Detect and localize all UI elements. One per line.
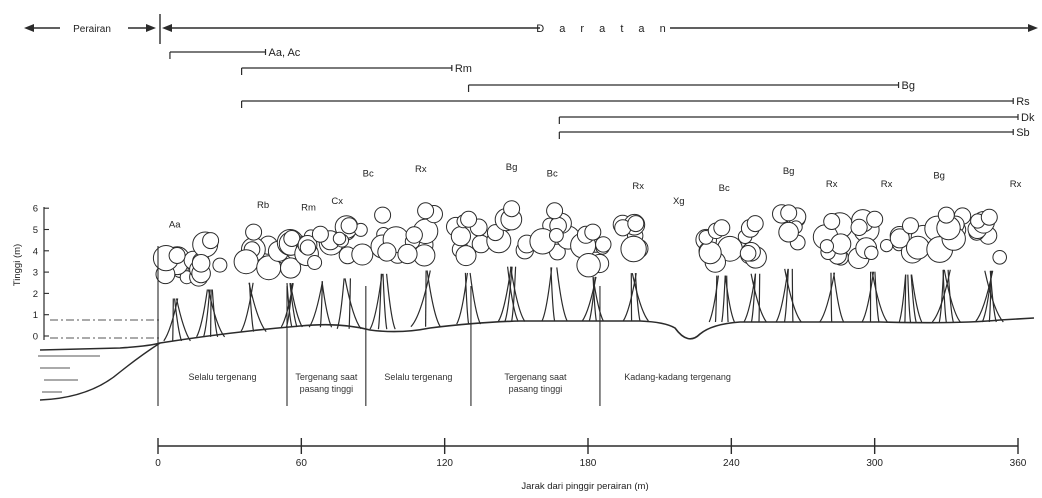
mangrove-tree: [571, 224, 611, 321]
mangrove-tree: [234, 224, 281, 332]
species-range-label: Bg: [902, 80, 915, 92]
species-range: Dk: [559, 112, 1035, 124]
tree-species-label: Bg: [783, 166, 795, 177]
x-axis: 0 60 120 180 240 300 360 Jarak dari pinggir pe…: [155, 438, 1027, 492]
x-axis-label: Jarak dari pinggir perairan (m): [521, 481, 648, 492]
ground-profile: [40, 318, 1034, 350]
tree-species-label: Rm: [301, 202, 316, 213]
mangrove-tree: [925, 207, 971, 322]
tree-species-label: Cx: [331, 196, 343, 207]
species-range: Bg: [469, 80, 915, 92]
mangrove-tree: [190, 232, 227, 337]
zone-label: pasang tinggi: [509, 384, 563, 394]
species-range: Rm: [242, 63, 472, 75]
y-tick-label: 2: [33, 289, 38, 300]
y-tick-label: 1: [33, 310, 38, 321]
tree-species-label: Rx: [632, 181, 644, 192]
region-land-label: D a r a t a n: [536, 23, 671, 35]
mangrove-tree: [530, 203, 580, 321]
x-tick-label: 360: [1010, 458, 1027, 469]
y-axis-ticks: 0 1 2 3 4 5 6: [33, 204, 49, 343]
y-axis: Tinggi (m) 0 1 2 3 4 5 6: [12, 204, 49, 343]
species-range-label: Aa, Ac: [269, 47, 301, 59]
mangrove-tree: [370, 207, 409, 329]
tree-species-label: Aa: [169, 219, 181, 230]
mangrove-tree: [773, 205, 806, 322]
x-tick-label: 240: [723, 458, 740, 469]
y-tick-label: 0: [33, 332, 38, 343]
tree-species-label: Rx: [415, 164, 427, 175]
y-tick-label: 6: [33, 204, 38, 215]
tree-species-label: Bg: [933, 170, 945, 181]
region-header: Perairan D a r a t a n: [24, 14, 1038, 44]
species-range-label: Sb: [1016, 127, 1029, 139]
tree-species-label: Bc: [547, 168, 558, 179]
mangrove-trees: [153, 201, 1006, 341]
mangrove-tree: [696, 220, 742, 322]
region-sea-label: Perairan: [73, 24, 111, 35]
tree-species-label: Xg: [673, 196, 685, 207]
species-range-label: Rm: [455, 63, 472, 75]
tree-species-label: Bc: [363, 168, 374, 179]
tree-species-label: Rx: [881, 179, 893, 190]
tree-species-label: Rx: [826, 179, 838, 190]
zone-label: Selalu tergenang: [384, 372, 452, 382]
x-tick-label: 180: [580, 458, 597, 469]
species-range: Aa, Ac: [170, 47, 301, 59]
zone-label: Selalu tergenang: [188, 372, 256, 382]
zone-label: Tergenang saat: [504, 372, 567, 382]
tree-species-label: Rx: [1010, 179, 1022, 190]
mangrove-tree: [613, 214, 648, 321]
y-tick-label: 4: [33, 246, 38, 257]
species-range-label: Rs: [1016, 96, 1030, 108]
zone-label: pasang tinggi: [300, 384, 354, 394]
species-range-label: Dk: [1021, 112, 1035, 124]
tree-species-label: Bc: [719, 183, 730, 194]
species-range: Rs: [242, 96, 1031, 108]
mangrove-tree: [813, 213, 852, 322]
mangrove-tree: [848, 210, 893, 322]
mangrove-tree: [738, 216, 766, 322]
zone-label: Tergenang saat: [295, 372, 358, 382]
shore-slope: [40, 343, 160, 400]
mangrove-tree: [398, 203, 443, 327]
x-tick-label: 60: [296, 458, 308, 469]
mangrove-tree: [968, 209, 1007, 322]
mangrove-tree: [333, 216, 373, 329]
mangrove-tree: [487, 201, 536, 322]
y-tick-label: 3: [33, 268, 38, 279]
x-tick-label: 0: [155, 458, 161, 469]
y-tick-label: 5: [33, 225, 38, 236]
zone-label: Kadang-kadang tergenang: [624, 372, 731, 382]
mangrove-tree: [447, 211, 490, 324]
species-range: Sb: [559, 127, 1029, 139]
tree-species-label: Bg: [506, 162, 518, 173]
tree-species-label: Rb: [257, 200, 269, 211]
x-tick-label: 120: [436, 458, 453, 469]
x-tick-label: 300: [866, 458, 883, 469]
x-axis-ticks: 0 60 120 180 240 300 360: [155, 438, 1027, 469]
y-axis-label: Tinggi (m): [12, 244, 23, 286]
